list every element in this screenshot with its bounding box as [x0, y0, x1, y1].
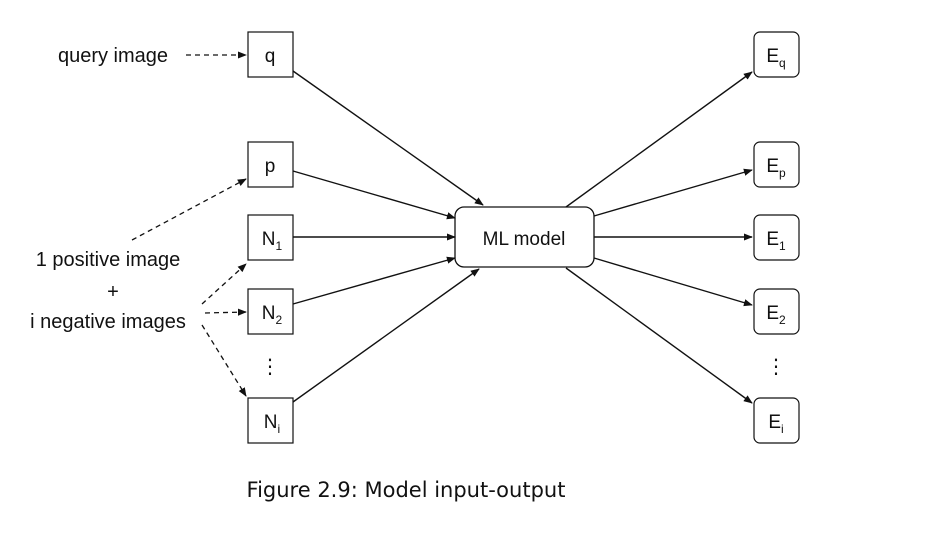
output-ellipsis: ⋮ [766, 356, 786, 378]
input-box-n1: N1 [247, 214, 294, 261]
output-e1-label: E1 [766, 229, 786, 253]
dashed-arrow-to-n1 [201, 263, 247, 305]
input-box-ni: Ni [247, 397, 294, 444]
output-box-ep: Ep [753, 141, 800, 188]
output-box-ei: Ei [753, 397, 800, 444]
input-box-p: p [247, 141, 294, 188]
arrow-model-to-eq [565, 71, 753, 208]
input-ellipsis: ⋮ [260, 356, 280, 378]
input-n1-label: N1 [262, 229, 283, 253]
output-box-eq: Eq [753, 31, 800, 78]
input-q-label: q [265, 46, 276, 67]
arrow-p-to-model [292, 170, 456, 220]
input-box-q: q [247, 31, 294, 78]
arrow-model-to-e2 [593, 257, 753, 307]
output-e2-label: E2 [766, 303, 786, 327]
input-n2-label: N2 [262, 303, 283, 327]
ml-model-label: ML model [483, 229, 566, 250]
output-box-e1: E1 [753, 214, 800, 261]
output-box-e2: E2 [753, 288, 800, 335]
arrow-ni-to-model [292, 268, 480, 403]
positive-image-label: 1 positive image [36, 249, 181, 271]
output-ei-label: Ei [768, 412, 783, 436]
query-image-label: query image [58, 45, 168, 67]
arrow-model-to-ep [593, 168, 753, 217]
input-ni-label: Ni [264, 412, 280, 436]
ml-model-box: ML model [454, 206, 595, 268]
arrow-n2-to-model [292, 256, 456, 305]
negative-images-label: i negative images [30, 311, 186, 333]
dashed-arrow-to-n2 [204, 308, 247, 316]
arrow-model-to-ei [565, 267, 753, 404]
arrow-q-to-model [292, 70, 484, 206]
output-ep-label: Ep [766, 156, 786, 180]
figure-caption: Figure 2.9: Model input-output [247, 478, 566, 502]
input-p-label: p [265, 156, 276, 177]
input-box-n2: N2 [247, 288, 294, 335]
output-eq-label: Eq [766, 46, 785, 70]
dashed-arrow-positive-to-p [131, 178, 247, 241]
dashed-arrow-to-ni [201, 324, 247, 397]
plus-label: + [107, 281, 119, 303]
